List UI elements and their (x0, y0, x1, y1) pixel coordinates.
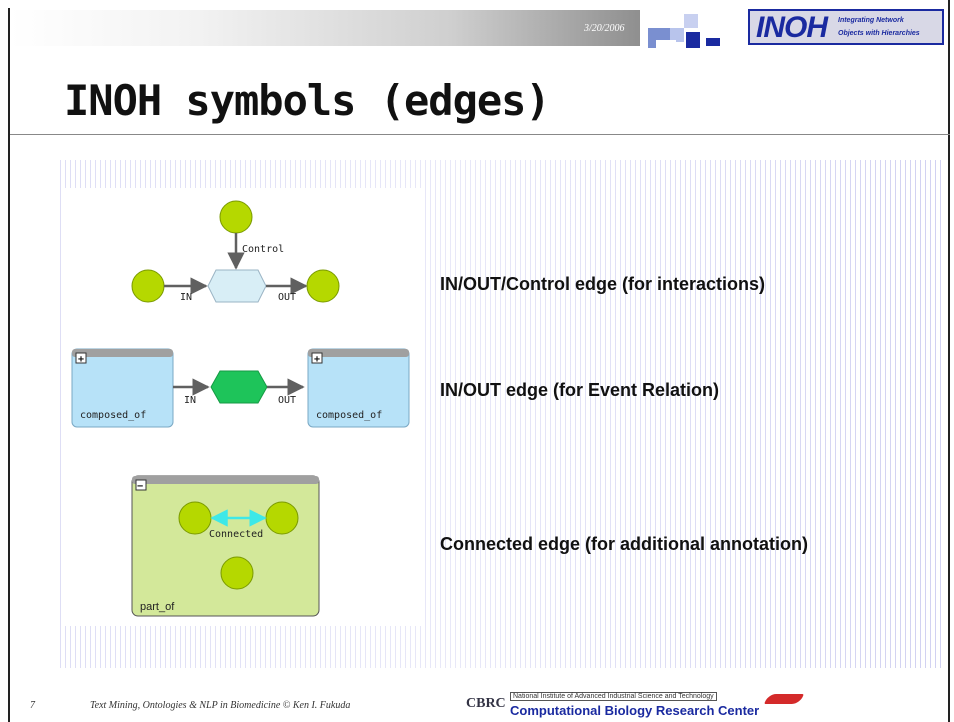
header-decoration (640, 10, 740, 48)
right-box-label: composed_of (316, 410, 382, 421)
connected-label: Connected (209, 529, 263, 540)
inoh-logo-tagline-1: Integrating Network (838, 17, 904, 24)
right-expand-button[interactable] (311, 352, 323, 364)
title-divider (10, 134, 950, 135)
connected-node-left (178, 501, 212, 535)
right-expand-symbol: + (314, 354, 320, 365)
input-node (131, 269, 165, 303)
description-connected-edge: Connected edge (for additional annotatio… (440, 534, 808, 554)
description-interaction-edge: IN/OUT/Control edge (for interactions) (440, 274, 766, 294)
left-box-label: composed_of (80, 410, 146, 421)
inoh-logo-tagline-2: Objects with Hierarchies (838, 30, 920, 37)
diagram-event-relation: + composed_of IN OUT + composed_of (71, 348, 410, 428)
inoh-logo-text: INOH (756, 11, 828, 44)
out-label: OUT (278, 292, 296, 303)
collapse-symbol: − (137, 481, 143, 492)
aist-swoosh-icon (764, 694, 804, 704)
header-band (10, 10, 640, 46)
center-name: Computational Biology Research Center (510, 703, 760, 718)
isolated-node (220, 556, 254, 590)
connected-node-right (265, 501, 299, 535)
part-of-label: part_of (140, 601, 175, 613)
slide-right-border (948, 0, 950, 722)
slide-title: INOH symbols (edges) (64, 76, 551, 125)
event-out-label: OUT (278, 395, 296, 406)
in-label: IN (180, 292, 192, 303)
output-node (306, 269, 340, 303)
institute-name: National Institute of Advanced Industria… (510, 692, 717, 701)
process-node (207, 269, 267, 303)
diagram-interaction: Control IN OUT (131, 200, 340, 303)
left-expand-symbol: + (78, 354, 84, 365)
part-of-box (131, 475, 320, 617)
cbrc-mark: CBRC (466, 696, 506, 711)
header-date: 3/20/2006 (584, 23, 625, 34)
control-label: Control (242, 244, 284, 255)
left-expand-button[interactable] (75, 352, 87, 364)
description-event-relation-edge: IN/OUT edge (for Event Relation) (440, 380, 720, 400)
cbrc-logo: CBRC National Institute of Advanced Indu… (466, 692, 826, 722)
inoh-logo: INOH Integrating Network Objects with Hi… (748, 9, 944, 45)
event-node (210, 370, 268, 404)
event-in-label: IN (184, 395, 196, 406)
page-number: 7 (30, 700, 35, 711)
collapse-button[interactable] (135, 479, 147, 491)
footer-credit: Text Mining, Ontologies & NLP in Biomedi… (90, 700, 351, 711)
control-node (219, 200, 253, 234)
diagram-connected: − Connected part_of (131, 475, 320, 617)
slide-left-border (8, 8, 10, 722)
